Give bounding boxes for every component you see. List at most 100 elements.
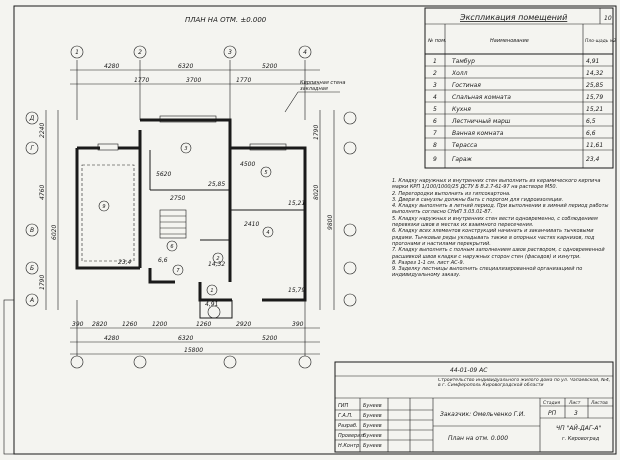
row-no: 4 (433, 94, 437, 101)
header-name: Наименование (490, 38, 529, 44)
svg-text:1200: 1200 (152, 321, 167, 328)
role: Разраб. (338, 423, 358, 429)
room-markers: 9 3 5 4 6 2 1 7 (98, 142, 274, 296)
signature-roles: ГИП Г.А.П. Разраб. Проверил Н.Контр. Бун… (338, 403, 382, 449)
signer-name: Бунеев (363, 413, 382, 419)
svg-text:1770: 1770 (134, 77, 149, 84)
dimension-lines-right: 1790 8020 9800 (313, 110, 335, 310)
row-name: Лестничный марш (451, 118, 511, 125)
note-item: 5. Кладку наружных и внутренних стен вес… (392, 215, 598, 229)
area-kitchen: 15,21 (288, 200, 305, 207)
dim-bottom-1: 4280 (104, 335, 119, 342)
row-area: 23,4 (586, 156, 600, 163)
svg-text:1260: 1260 (196, 321, 211, 328)
note-item: 9. Заделку лестницы выполнять специализи… (392, 266, 583, 279)
svg-text:8020: 8020 (313, 185, 320, 200)
svg-text:6: 6 (170, 244, 173, 250)
svg-text:3: 3 (184, 146, 187, 152)
row-no: 8 (433, 142, 437, 149)
title-block: 44-01-09 АС Строительство индивидуальног… (334, 361, 614, 453)
dimension-lines-bottom: 390 2820 1260 1200 1260 2920 390 4280 63… (70, 300, 320, 356)
note-item: 3. Двери в санузлы должны быть с порогом… (392, 196, 564, 203)
svg-text:2: 2 (216, 256, 219, 262)
svg-text:2410: 2410 (244, 221, 259, 228)
signer-name: Бунеев (363, 403, 382, 409)
area-vestibule: 4,91 (205, 301, 218, 308)
row-area: 11,61 (586, 142, 603, 149)
area-living: 25,85 (208, 181, 225, 188)
row-no: 7 (433, 130, 437, 137)
svg-text:2820: 2820 (92, 321, 107, 328)
row-name: Гостиная (452, 82, 481, 89)
sheet-header: Лист (568, 400, 581, 406)
plan-title: ПЛАН НА ОТМ. ±0.000 (185, 16, 267, 24)
svg-text:7: 7 (176, 268, 180, 274)
header-no: № пом. (427, 38, 446, 44)
row-name: Кухня (452, 106, 471, 113)
row-name: Тамбур (452, 58, 475, 65)
row-no: 9 (433, 156, 437, 163)
axis-markers-bottom (70, 355, 312, 369)
svg-text:1: 1 (210, 288, 213, 294)
dim-left-3: 6020 (51, 225, 58, 240)
explication-rows: 1 Тамбур 4,91 2 Холл 14,32 3 Гостиная 25… (433, 58, 603, 163)
callout-line-2: закладная (300, 86, 328, 92)
row-no: 5 (433, 106, 437, 113)
row-area: 6,6 (586, 130, 596, 137)
svg-text:9800: 9800 (327, 215, 334, 230)
callout-line-1: Кирпичная стена (300, 80, 345, 86)
svg-text:4: 4 (266, 230, 269, 236)
row-name: Гараж (452, 156, 473, 163)
dim-bottom-3: 5200 (262, 335, 277, 342)
row-no: 1 (433, 58, 437, 65)
svg-text:390: 390 (292, 321, 304, 328)
header-area: Пло-щадь м2 (585, 38, 616, 44)
row-name: Терасса (452, 142, 477, 149)
svg-text:2920: 2920 (236, 321, 251, 328)
row-no: 3 (433, 82, 437, 89)
axis-b: Б (30, 265, 34, 272)
row-area: 14,32 (586, 70, 603, 77)
row-area: 4,91 (586, 58, 599, 65)
axis-4: 4 (303, 49, 307, 56)
axis-3: 3 (228, 49, 232, 56)
row-area: 6,5 (586, 118, 596, 125)
axis-d: Д (29, 115, 35, 122)
row-area: 15,21 (586, 106, 603, 113)
explication-title: Экспликация помещений (459, 13, 567, 22)
sheet: 3 (574, 410, 578, 417)
dimension-lines-top: 4280 6320 5200 1770 3700 1770 (70, 60, 320, 120)
row-name: Холл (451, 70, 468, 77)
doc-code: 44-01-09 АС (450, 367, 488, 374)
note-item: 1. Кладку наружных и внутренних стен вып… (392, 178, 601, 191)
signer-name: Бунеев (363, 433, 382, 439)
svg-text:1260: 1260 (122, 321, 137, 328)
note-item: 2. Перегородки выполнить из гипсокартона… (392, 190, 511, 197)
dimension-lines-left: 2240 4760 1790 6020 (39, 110, 59, 310)
note-item: 8. Разрез 1-1 см. лист АС-9. (392, 259, 465, 266)
role: Г.А.П. (338, 413, 353, 419)
area-hall: 14,32 (208, 261, 225, 268)
axis-markers-left: Д Г В Б А (25, 111, 39, 307)
svg-text:9: 9 (102, 204, 105, 210)
svg-text:5: 5 (264, 170, 267, 176)
stage: РП (548, 410, 557, 417)
row-name: Спальная комната (452, 94, 511, 101)
svg-text:4500: 4500 (240, 161, 255, 168)
dim-top-2: 6320 (178, 63, 193, 70)
project-name: Строительство индивидуального жилого дом… (438, 378, 611, 389)
sheet-name: План на отм. 0.000 (448, 435, 508, 442)
side-stamp (3, 299, 15, 455)
signer-name: Бунеев (363, 443, 382, 449)
row-name: Ванная комната (452, 130, 504, 137)
svg-text:1770: 1770 (236, 77, 251, 84)
row-no: 6 (433, 118, 437, 125)
row-area: 15,79 (586, 94, 603, 101)
svg-text:1790: 1790 (313, 125, 320, 140)
row-area: 25,85 (586, 82, 603, 89)
dim-total: 15800 (184, 347, 203, 354)
sheet-frame (13, 5, 617, 455)
note-item: 7. Кладку выполнять с полным заполнением… (392, 247, 605, 260)
axis-a: А (29, 297, 34, 304)
